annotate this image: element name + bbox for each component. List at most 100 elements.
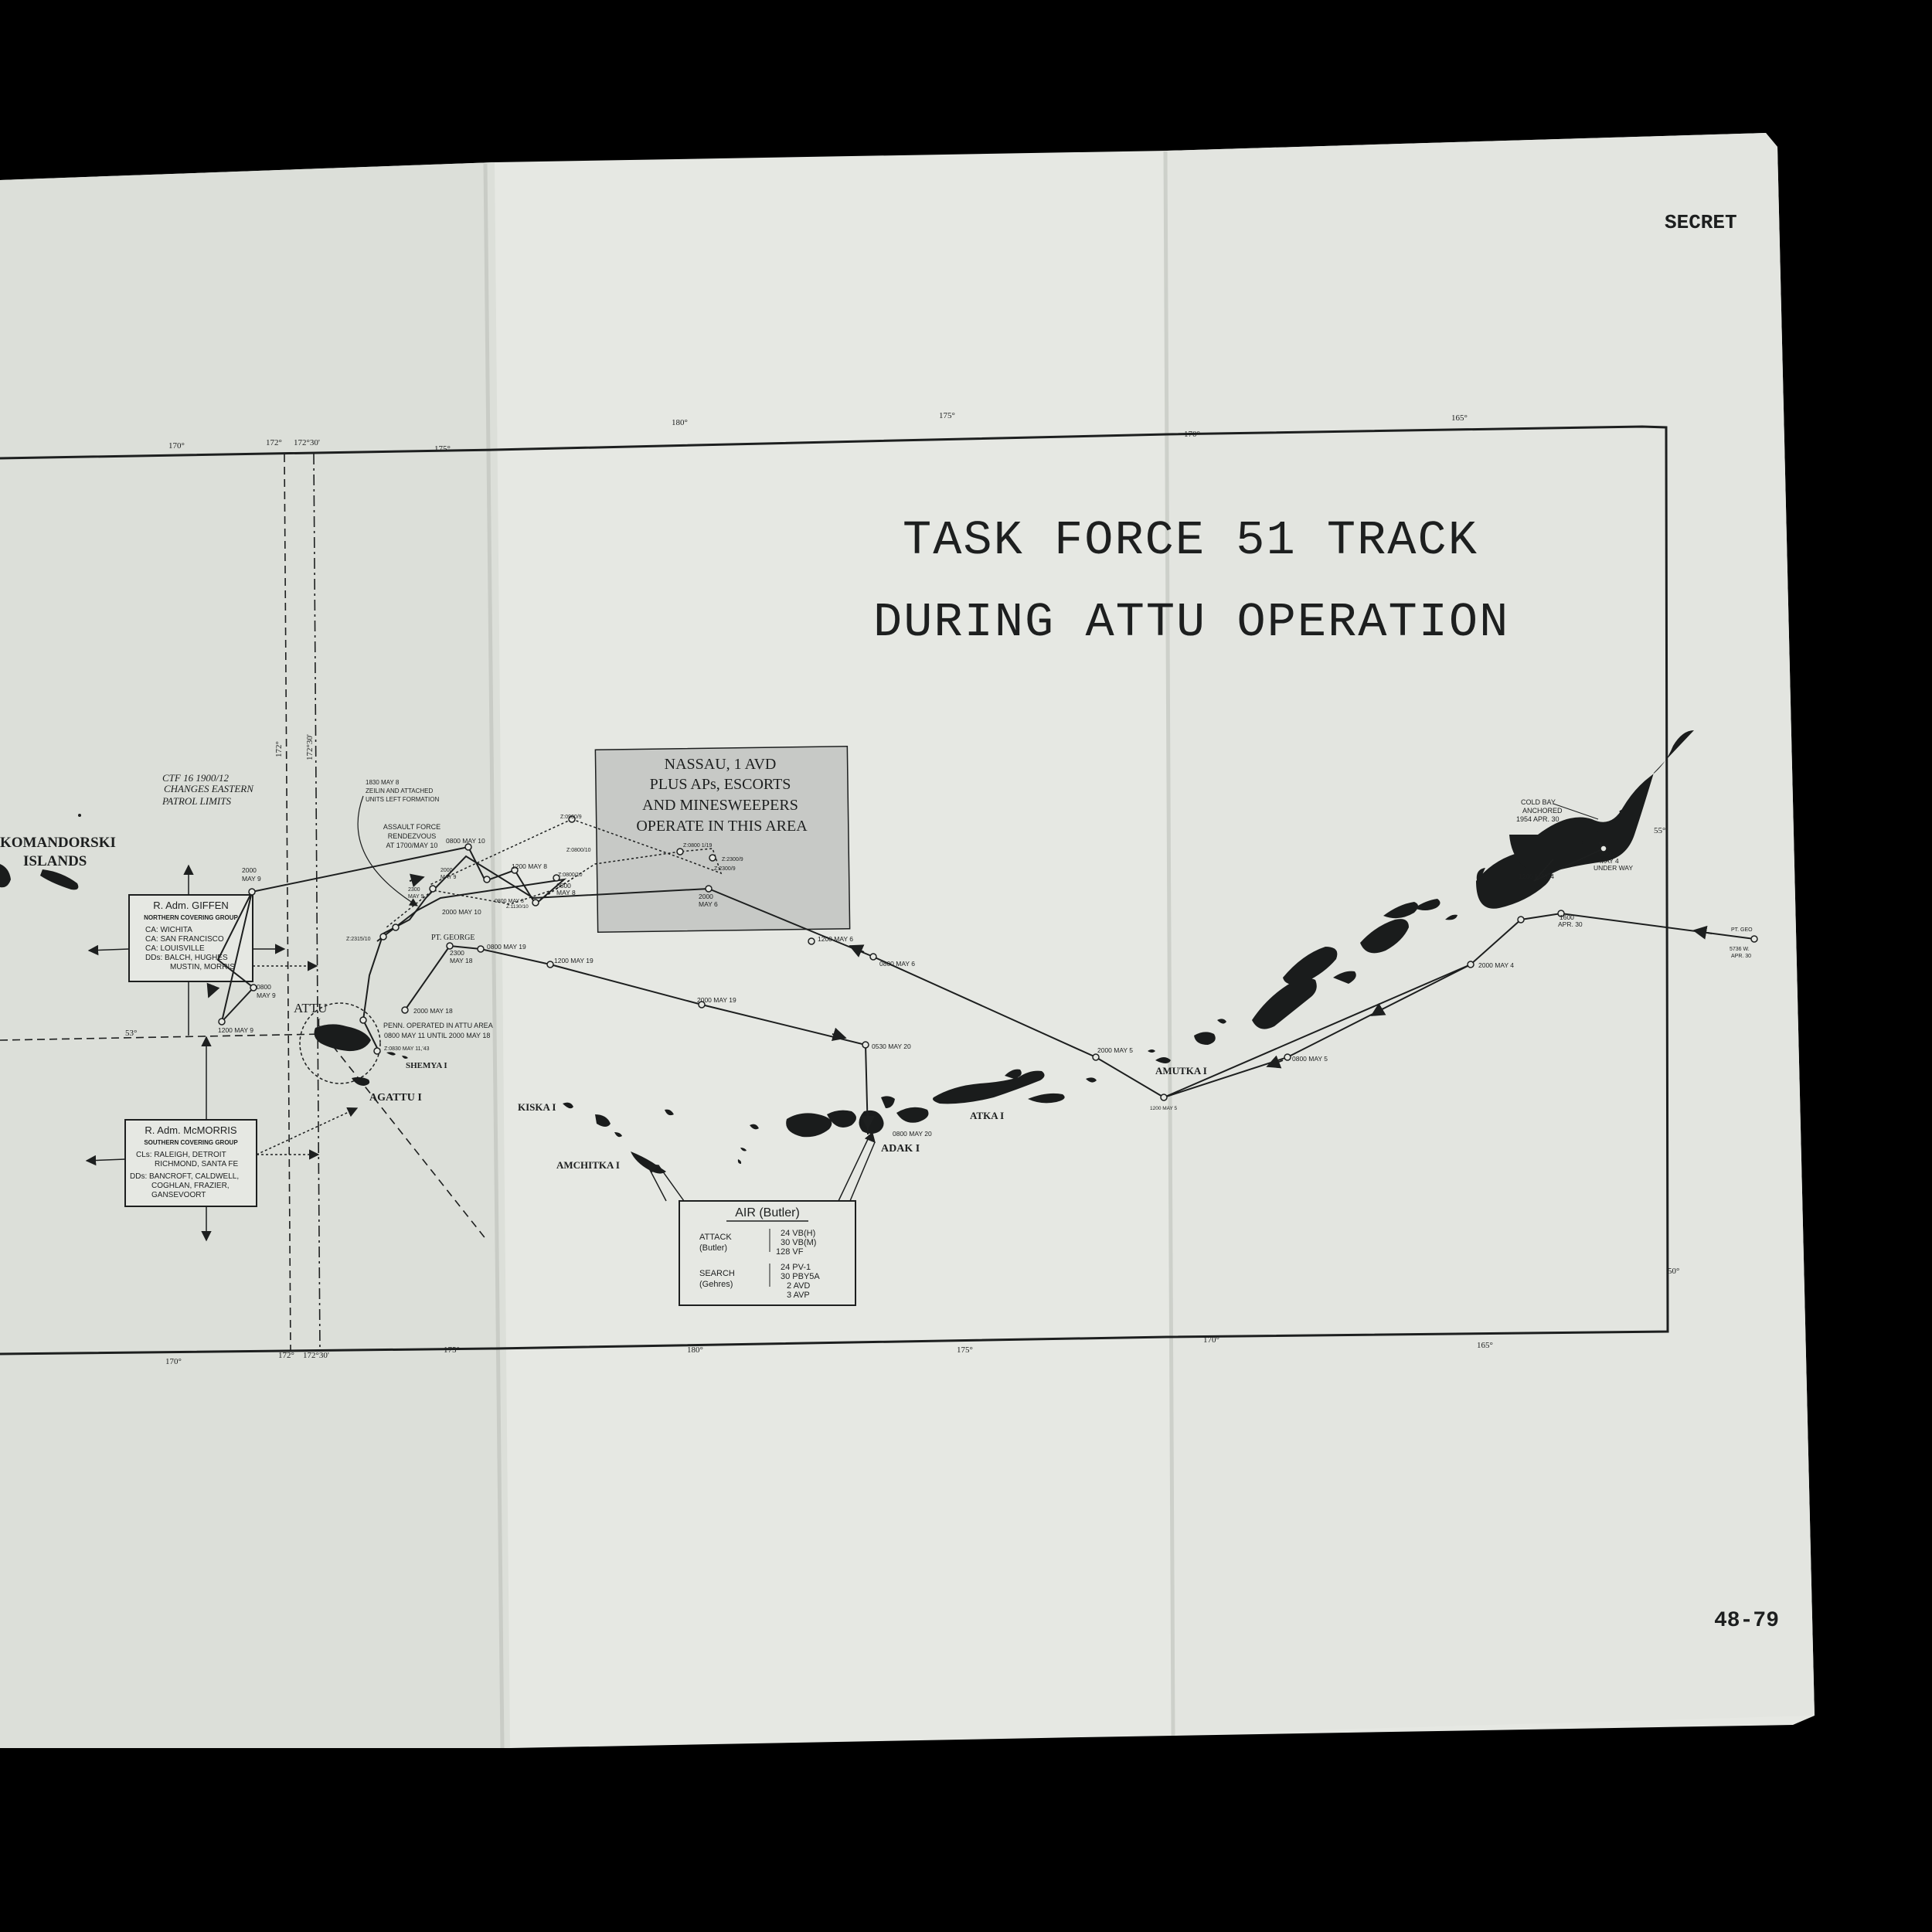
cold-bay-leader (1553, 803, 1599, 820)
attu-circle (299, 1002, 381, 1084)
attu-island-shape (314, 1024, 371, 1052)
track-label: 1200 MAY 9 (218, 1026, 253, 1034)
attack-value: 30 VB(M) (781, 1238, 816, 1247)
vertical-label-172-30: 172°30' (305, 734, 315, 760)
giffen-box: R. Adm. GIFFEN NORTHERN COVERING GROUP C… (128, 894, 253, 982)
komandorski-islands-shape (0, 864, 79, 890)
giffen-line: CA: SAN FRANCISCO (145, 935, 224, 944)
track-label: 2000 MAY 19 (697, 996, 736, 1004)
penn-note: PENN. OPERATED IN ATTU AREA 0800 MAY 11 … (383, 1022, 493, 1052)
track-label: Z:1130/10 (506, 904, 529, 910)
lat-label-55: 55° (1654, 826, 1665, 835)
nassau-line-3: AND MINESWEEPERS (642, 797, 798, 814)
track-label: MAY 9 (257, 992, 276, 999)
map-title-line-1: TASK FORCE 51 TRACK (903, 513, 1478, 568)
bottom-label: 175° (957, 1345, 973, 1355)
bottom-label: 172°30' (303, 1351, 329, 1360)
top-label: 170° (168, 441, 185, 451)
track-label: 1200 MAY 6 (818, 935, 853, 943)
penn-line: PENN. OPERATED IN ATTU AREA (383, 1022, 493, 1029)
waypoint (1284, 1053, 1291, 1061)
top-graticule: 170° 172° 172°30' 175° 180° 175° 170° 16… (168, 411, 1468, 454)
vertical-label-172: 172° (274, 741, 284, 757)
track-label: 0530 MAY 20 (872, 1043, 911, 1050)
track-label: 0800 (556, 882, 571, 889)
attu-label: ATTU (294, 1001, 327, 1015)
waypoint (392, 923, 400, 931)
cold-bay-label-3: 1954 APR. 30 (1516, 815, 1560, 823)
waypoint (553, 874, 560, 882)
shemya-label: SHEMYA I (406, 1061, 447, 1070)
waypoint (1160, 1094, 1168, 1101)
search-value: 24 PV-1 (781, 1263, 811, 1272)
kiska-label: KISKA I (518, 1101, 556, 1113)
cold-bay-label-2: ANCHORED (1522, 807, 1563, 815)
formation-line: 1830 MAY 8 (366, 779, 400, 786)
formation-line: ZEILIN AND ATTACHED (366, 787, 433, 794)
track-label: MAY 8 (556, 889, 576, 896)
top-label: 175° (939, 411, 955, 420)
pt-sub: 5736 W. (1730, 947, 1750, 952)
bottom-label: 170° (1203, 1335, 1219, 1345)
bottom-label: 180° (687, 1345, 703, 1355)
classification-label: SECRET (1665, 211, 1737, 234)
track-label: MAY 9 (440, 875, 456, 880)
waypoint (869, 953, 877, 961)
waypoint (862, 1041, 869, 1049)
waypoint (705, 885, 713, 893)
track-label: 2300 (450, 949, 464, 957)
waypoint (709, 854, 716, 862)
mcmorris-title: R. Adm. McMORRIS (145, 1124, 237, 1136)
track-label: MAY 4 (1600, 857, 1619, 865)
nassau-line-1: NASSAU, 1 AVD (665, 756, 777, 773)
waypoint (359, 1016, 367, 1024)
mcmorris-box: R. Adm. McMORRIS SOUTHERN COVERING GROUP… (124, 1119, 257, 1207)
waypoint (568, 815, 576, 823)
andreanof-small-shape (1086, 1049, 1171, 1083)
attack-value: 24 VB(H) (781, 1229, 815, 1238)
giffen-line: DDs: BALCH, HUGHES (145, 954, 228, 962)
track-label: 1200 MAY 19 (554, 957, 594, 964)
fold-line-2 (1163, 151, 1175, 1736)
waypoint (532, 899, 539, 906)
mcmorris-arrows (85, 1036, 359, 1242)
waypoint (446, 942, 454, 950)
track-label: 0800 MAY 19 (487, 943, 526, 951)
track-arrows (206, 873, 1713, 1130)
track-label: Z:2300/9 (714, 866, 736, 872)
penn-line: 0800 MAY 11 UNTIL 2000 MAY 18 (384, 1032, 490, 1039)
penn-z: Z:0830 MAY 11,'43 (384, 1046, 430, 1052)
island-labels: KOMANDORSKI ISLANDS ATTU I AGATTU I SHEM… (0, 835, 1207, 1171)
mcmorris-line: RICHMOND, SANTA FE (155, 1160, 238, 1168)
waypoint (698, 1001, 706, 1009)
islands-shapes (0, 730, 1694, 1174)
track-label: 2000 MAY 18 (413, 1007, 453, 1015)
waypoints (218, 815, 1758, 1101)
track-label: 0800 MAY 6 (879, 960, 915, 968)
track-label: 2000 MAY 5 (1097, 1046, 1133, 1054)
komandorski-label-1: KOMANDORSKI (0, 835, 116, 851)
waypoint (464, 843, 472, 851)
track-dotted (386, 818, 723, 928)
amchitka-label: AMCHITKA I (556, 1159, 620, 1171)
cold-bay-labels: COLD BAY ANCHORED 1954 APR. 30 (1516, 798, 1563, 823)
track-pt-george (404, 945, 451, 1011)
waypoint (429, 885, 437, 893)
track-label: MAY 6 (699, 900, 718, 908)
rat-islands-shape (737, 1124, 759, 1164)
track-label: Z:0900/9 (560, 815, 582, 820)
bottom-label: 172° (278, 1351, 294, 1360)
waypoint (511, 866, 519, 874)
search-value: 3 AVP (787, 1291, 810, 1300)
waypoint (808, 937, 815, 945)
meridian-172-30 (313, 453, 321, 1352)
waypoint (379, 933, 387, 940)
formation-leader (357, 795, 418, 906)
pt-sub: APR. 30 (1731, 954, 1751, 959)
mcmorris-line: CLs: RALEIGH, DETROIT (136, 1151, 226, 1159)
top-label: 165° (1451, 413, 1468, 423)
rendezvous-line: ASSAULT FORCE (383, 823, 440, 831)
track-labels: 2000 MAY 9 0800 MAY 9 1200 MAY 9 0800 MA… (218, 815, 1633, 1138)
track-label: 2000 MAY 4 (1478, 961, 1514, 969)
